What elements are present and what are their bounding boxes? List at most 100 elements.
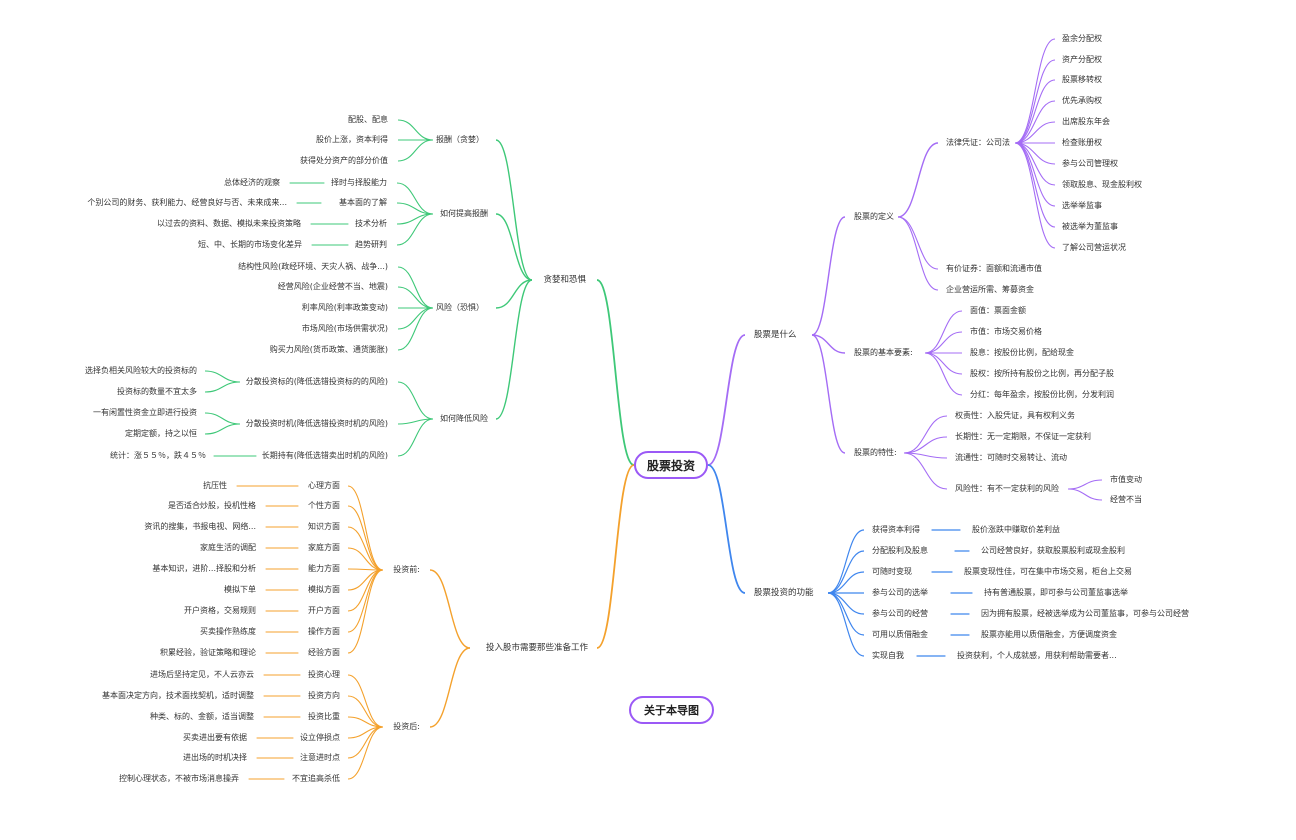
leaf-reward[interactable]: 获得处分资产的部分价值 <box>300 156 388 165</box>
leaf-risk-feature[interactable]: 经营不当 <box>1110 495 1142 504</box>
node-risk[interactable]: 风险（恐惧） <box>436 303 484 312</box>
about-button[interactable]: 关于本导图 <box>629 696 714 724</box>
leaf-law-item[interactable]: 选举举监事 <box>1062 201 1102 210</box>
reduce-leaf[interactable]: 选择负相关风险较大的投资标的 <box>85 366 197 375</box>
branch-prep[interactable]: 投入股市需要那些准备工作 <box>485 643 588 653</box>
before-key[interactable]: 经验方面 <box>308 648 340 657</box>
before-key[interactable]: 开户方面 <box>308 606 340 615</box>
leaf-risk-feature[interactable]: 市值变动 <box>1110 475 1142 484</box>
before-value[interactable]: 家庭生活的调配 <box>200 543 256 552</box>
improve-value[interactable]: 总体经济的观察 <box>224 178 280 187</box>
leaf-law-item[interactable]: 参与公司管理权 <box>1062 159 1118 168</box>
improve-key[interactable]: 择时与择股能力 <box>331 178 387 187</box>
node-features[interactable]: 股票的特性: <box>854 448 897 457</box>
after-key[interactable]: 设立停损点 <box>300 733 340 742</box>
node-reward[interactable]: 报酬（贪婪） <box>436 135 484 144</box>
function-key[interactable]: 参与公司的经营 <box>872 609 928 618</box>
leaf-element[interactable]: 股权：按所持有股份之比例，再分配子股 <box>970 369 1114 378</box>
function-key[interactable]: 获得资本利得 <box>872 525 920 534</box>
function-value[interactable]: 持有普通股票，即可参与公司董监事选举 <box>984 588 1128 597</box>
improve-key[interactable]: 基本面的了解 <box>339 198 387 207</box>
leaf-feature[interactable]: 长期性：无一定期限，不保证一定获利 <box>955 432 1091 441</box>
before-key[interactable]: 知识方面 <box>308 522 340 531</box>
leaf-element[interactable]: 分红：每年盈余，按股份比例，分发利润 <box>970 390 1114 399</box>
improve-key[interactable]: 趋势研判 <box>355 240 387 249</box>
before-value[interactable]: 模拟下单 <box>224 585 256 594</box>
before-key[interactable]: 个性方面 <box>308 501 340 510</box>
improve-value[interactable]: 短、中、长期的市场变化差异 <box>198 240 302 249</box>
reduce-leaf[interactable]: 投资标的数量不宜太多 <box>117 387 197 396</box>
reduce-key[interactable]: 长期持有(降低选错卖出时机的风险) <box>261 451 388 460</box>
before-value[interactable]: 积累经验，验证策略和理论 <box>160 648 256 657</box>
leaf-feature[interactable]: 权责性：入股凭证，具有权利义务 <box>955 411 1075 420</box>
node-improve[interactable]: 如何提高报酬 <box>440 209 488 218</box>
leaf-element[interactable]: 市值：市场交易价格 <box>970 327 1042 336</box>
leaf-reward[interactable]: 股价上涨，资本利得 <box>316 135 388 144</box>
improve-value[interactable]: 以过去的资料、数据、模拟未来投资策略 <box>157 219 301 228</box>
leaf-element[interactable]: 面值：票面金额 <box>970 306 1026 315</box>
reduce-key[interactable]: 分散投资时机(降低选错投资时机的风险) <box>245 419 388 428</box>
after-value[interactable]: 进出场的时机决择 <box>183 753 247 762</box>
leaf-law-item[interactable]: 盈余分配权 <box>1062 34 1102 43</box>
branch-what[interactable]: 股票是什么 <box>754 330 797 340</box>
node-reduce[interactable]: 如何降低风险 <box>440 414 488 423</box>
before-value[interactable]: 基本知识，进阶...择股和分析 <box>152 564 256 573</box>
reduce-key[interactable]: 分散投资标的(降低选错投资标的的风险) <box>245 377 388 386</box>
reduce-leaf[interactable]: 定期定额，持之以恒 <box>125 429 197 438</box>
before-value[interactable]: 开户资格，交易规则 <box>184 606 256 615</box>
function-key[interactable]: 可随时变现 <box>872 567 912 576</box>
function-value[interactable]: 股票变现性佳，可在集中市场交易，柜台上交易 <box>964 567 1132 576</box>
leaf-law-item[interactable]: 被选举为董监事 <box>1062 222 1118 231</box>
before-value[interactable]: 资讯的搜集，书报电视、网络... <box>144 522 256 531</box>
leaf-feature[interactable]: 流通性：可随时交易转让、流动 <box>955 453 1067 462</box>
improve-value[interactable]: 个别公司的财务、获利能力、经营良好与否、未来成来... <box>87 198 287 207</box>
after-value[interactable]: 种类、标的、金额，适当调整 <box>150 712 254 721</box>
after-value[interactable]: 控制心理状态，不被市场消息操弄 <box>119 774 239 783</box>
after-value[interactable]: 买卖进出要有依据 <box>183 733 247 742</box>
node-after[interactable]: 投资后: <box>393 722 420 731</box>
after-value[interactable]: 进场后坚持定见，不人云亦云 <box>150 670 254 679</box>
leaf-law-item[interactable]: 资产分配权 <box>1062 55 1102 64</box>
node-before[interactable]: 投资前: <box>393 565 420 574</box>
leaf-element[interactable]: 股息：按股份比例，配给现金 <box>970 348 1074 357</box>
before-value[interactable]: 抗压性 <box>203 481 227 490</box>
node-law[interactable]: 法律凭证：公司法 <box>946 138 1010 147</box>
function-value[interactable]: 公司经营良好，获取股票股利或现金股利 <box>981 546 1125 555</box>
branch-greed[interactable]: 贪婪和恐惧 <box>543 275 586 285</box>
before-key[interactable]: 模拟方面 <box>308 585 340 594</box>
root-node[interactable]: 股票投资 <box>634 451 708 479</box>
leaf-risk[interactable]: 经营风险(企业经营不当、地震) <box>277 282 388 291</box>
leaf-definition-other[interactable]: 企业营运所需、筹募资金 <box>946 285 1034 294</box>
after-key[interactable]: 投资方向 <box>308 691 340 700</box>
function-key[interactable]: 实现自我 <box>872 651 904 660</box>
before-value[interactable]: 是否适合炒股，投机性格 <box>168 501 256 510</box>
leaf-law-item[interactable]: 优先承购权 <box>1062 96 1102 105</box>
node-elements[interactable]: 股票的基本要素: <box>854 348 913 357</box>
function-value[interactable]: 投资获利，个人成就感，用获利帮助需要者... <box>957 651 1117 660</box>
reduce-leaf[interactable]: 统计：涨５５％，跌４５％ <box>110 451 206 460</box>
after-key[interactable]: 不宜追高杀低 <box>292 774 340 783</box>
leaf-risk[interactable]: 结构性风险(政经环境、天灾人祸、战争...) <box>238 262 388 271</box>
leaf-risk[interactable]: 购买力风险(货币政策、通货膨胀) <box>269 345 388 354</box>
leaf-reward[interactable]: 配股、配息 <box>348 115 388 124</box>
node-definition[interactable]: 股票的定义 <box>854 212 894 221</box>
before-key[interactable]: 心理方面 <box>308 481 340 490</box>
function-key[interactable]: 分配股利及股息 <box>872 546 928 555</box>
improve-key[interactable]: 技术分析 <box>355 219 387 228</box>
function-key[interactable]: 参与公司的选举 <box>872 588 928 597</box>
leaf-risk[interactable]: 利率风险(利率政策变动) <box>301 303 388 312</box>
reduce-leaf[interactable]: 一有闲置性资金立即进行投资 <box>93 408 197 417</box>
leaf-law-item[interactable]: 股票移转权 <box>1062 75 1102 84</box>
before-key[interactable]: 家庭方面 <box>308 543 340 552</box>
leaf-law-item[interactable]: 检查账册权 <box>1062 138 1102 147</box>
function-key[interactable]: 可用以质借融金 <box>872 630 928 639</box>
leaf-risk[interactable]: 市场风险(市场供需状况) <box>301 324 388 333</box>
function-value[interactable]: 股价涨跌中赚取价差利益 <box>972 525 1060 534</box>
branch-function[interactable]: 股票投资的功能 <box>754 588 814 598</box>
after-key[interactable]: 投资心理 <box>308 670 340 679</box>
after-key[interactable]: 注意进时点 <box>300 753 340 762</box>
function-value[interactable]: 股票亦能用以质借融金，方便调度资金 <box>981 630 1117 639</box>
leaf-law-item[interactable]: 了解公司营运状况 <box>1062 243 1126 252</box>
before-key[interactable]: 能力方面 <box>308 564 340 573</box>
after-value[interactable]: 基本面决定方向，技术面找契机，适时调整 <box>102 691 254 700</box>
